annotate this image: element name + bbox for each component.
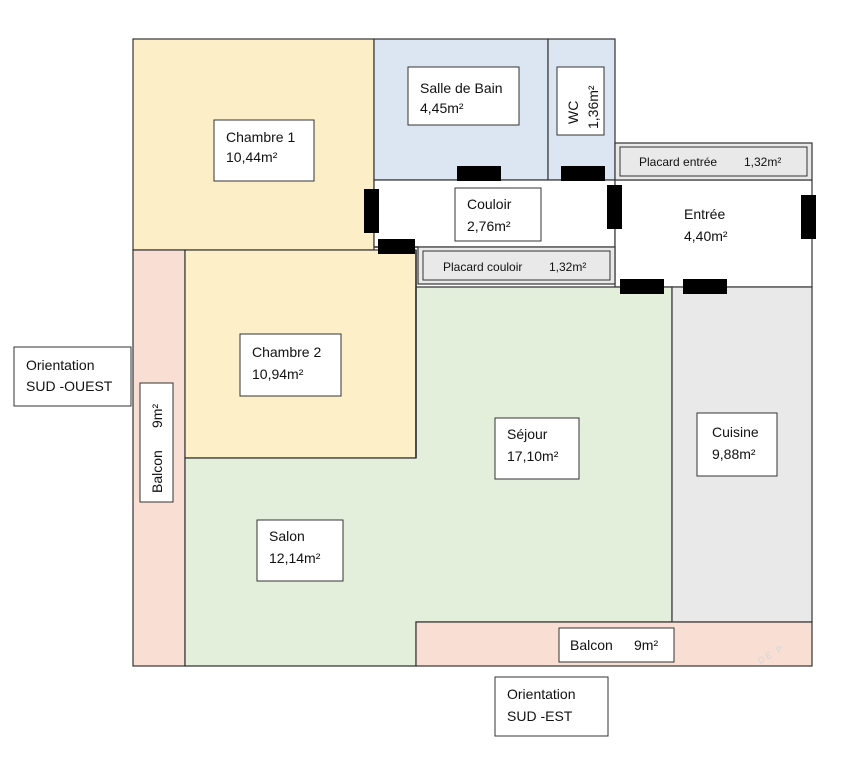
label-salle-de-bain: Salle de Bain 4,45m² (407, 66, 520, 126)
label-placard-couloir: Placard couloir 1,32m² (443, 260, 586, 274)
label-sejour: Séjour 17,10m² (494, 417, 580, 480)
label-wc: WC 1,36m² (556, 66, 605, 136)
svg-text:Couloir: Couloir (467, 196, 512, 212)
svg-text:17,10m²: 17,10m² (507, 448, 559, 464)
svg-text:9m²: 9m² (149, 404, 165, 428)
label-balcon-ouest: Balcon 9m² (139, 382, 174, 503)
svg-text:Orientation: Orientation (26, 357, 94, 373)
door-cuisine[interactable] (683, 279, 727, 294)
svg-text:WC: WC (565, 101, 581, 124)
placard-entree-inner (619, 146, 808, 177)
svg-text:12,14m²: 12,14m² (269, 550, 321, 566)
label-chambre2: Chambre 2 10,94m² (239, 333, 342, 397)
svg-text:Balcon: Balcon (149, 450, 165, 493)
svg-text:Salon: Salon (269, 528, 305, 544)
placard-couloir-inner (422, 250, 611, 281)
door-salle-de-bain[interactable] (457, 166, 501, 181)
svg-text:2,76m²: 2,76m² (467, 218, 511, 234)
door-couloir-entree[interactable] (607, 185, 622, 229)
svg-text:4,45m²: 4,45m² (420, 100, 464, 116)
svg-text:Orientation: Orientation (507, 686, 575, 702)
svg-text:1,32m²: 1,32m² (549, 260, 586, 274)
svg-text:Balcon: Balcon (570, 637, 613, 653)
orientation-sud-est: Orientation SUD -EST (494, 676, 609, 737)
room-placard-couloir (417, 246, 616, 285)
label-chambre1: Chambre 1 10,44m² (213, 119, 315, 182)
room-placard-entree (614, 142, 813, 181)
label-placard-entree: Placard entrée 1,32m² (639, 155, 781, 169)
svg-text:Entrée: Entrée (684, 206, 725, 222)
svg-text:1,32m²: 1,32m² (744, 155, 781, 169)
label-couloir: Couloir 2,76m² (454, 187, 542, 242)
svg-text:9m²: 9m² (634, 637, 658, 653)
svg-text:Cuisine: Cuisine (712, 424, 759, 440)
door-sejour[interactable] (620, 279, 664, 294)
svg-text:10,44m²: 10,44m² (226, 149, 278, 165)
svg-text:10,94m²: 10,94m² (252, 366, 304, 382)
svg-text:4,40m²: 4,40m² (684, 228, 728, 244)
svg-text:Placard couloir: Placard couloir (443, 260, 522, 274)
svg-text:Salle de Bain: Salle de Bain (420, 80, 503, 96)
svg-text:Placard entrée: Placard entrée (639, 155, 717, 169)
orientation-sud-ouest: Orientation SUD -OUEST (13, 346, 132, 407)
svg-text:SUD -OUEST: SUD -OUEST (26, 378, 113, 394)
svg-text:SUD -EST: SUD -EST (507, 708, 573, 724)
door-chambre2[interactable] (378, 239, 415, 254)
room-entree (614, 179, 813, 288)
svg-text:9,88m²: 9,88m² (712, 446, 756, 462)
svg-text:Chambre 2: Chambre 2 (252, 344, 321, 360)
door-wc[interactable] (561, 166, 605, 181)
svg-text:Séjour: Séjour (507, 426, 548, 442)
svg-text:Chambre 1: Chambre 1 (226, 129, 295, 145)
label-entree: Entrée 4,40m² (684, 206, 728, 244)
door-entree-front[interactable] (801, 195, 816, 239)
label-cuisine: Cuisine 9,88m² (696, 412, 778, 477)
door-chambre1[interactable] (364, 189, 379, 233)
label-balcon-sud: Balcon 9m² (558, 627, 675, 663)
svg-text:1,36m²: 1,36m² (585, 85, 601, 129)
label-salon: Salon 12,14m² (256, 519, 344, 582)
